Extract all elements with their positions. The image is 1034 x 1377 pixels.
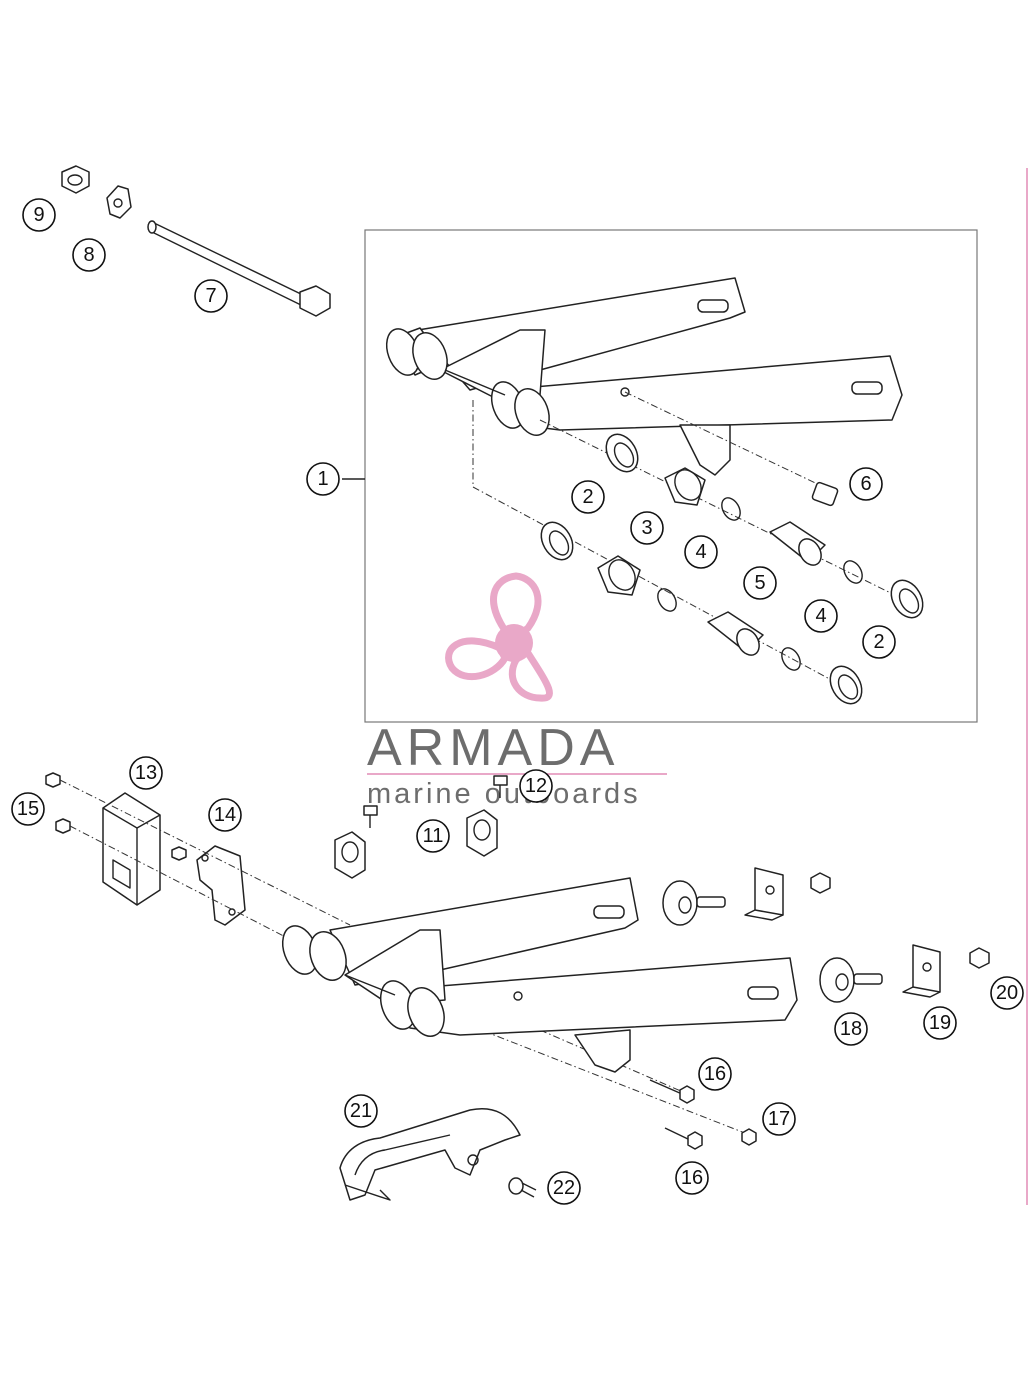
callout-4-upper: 4: [684, 535, 718, 569]
callout-11: 11: [416, 819, 450, 853]
svg-text:4: 4: [815, 605, 826, 627]
svg-text:12: 12: [525, 775, 547, 797]
callout-19: 19: [923, 1006, 957, 1040]
small-nut: [171, 846, 187, 861]
part-16-bolt-lower: [664, 1127, 703, 1150]
callout-14: 14: [208, 798, 242, 832]
part-14-bracket-plate: [196, 845, 246, 926]
part-18-adjuster-upper: [662, 880, 726, 926]
svg-text:22: 22: [553, 1177, 575, 1199]
callout-16-lower: 16: [675, 1161, 709, 1195]
callout-3: 3: [630, 511, 664, 545]
part-11-clamp-left: [334, 831, 366, 879]
part-19-plate-lower: [902, 944, 941, 998]
part-9-nut: [61, 165, 90, 194]
svg-text:8: 8: [83, 244, 94, 266]
svg-text:18: 18: [840, 1018, 862, 1040]
part-11-clamp-right: [466, 809, 498, 857]
assembly-line: [624, 391, 831, 491]
part-12-screw-left: [363, 805, 378, 828]
part-5-sleeve-upper: [769, 521, 826, 566]
callout-5: 5: [743, 566, 777, 600]
svg-text:6: 6: [860, 473, 871, 495]
part-17-nut: [741, 1128, 757, 1146]
part-4-ring-lower: [657, 588, 677, 612]
callout-21: 21: [344, 1094, 378, 1128]
kit-box: [364, 229, 978, 723]
part-7-axle-bolt: [147, 220, 331, 317]
callout-13: 13: [129, 756, 163, 790]
svg-text:1: 1: [317, 468, 328, 490]
part-15-nut-a: [45, 772, 61, 788]
swingarm-assembled: [281, 877, 798, 1073]
callout-7: 7: [194, 279, 228, 313]
part-2-seal-lower: [540, 521, 574, 561]
part-3-bushing-lower: [597, 555, 641, 596]
svg-text:5: 5: [754, 572, 765, 594]
svg-text:2: 2: [582, 486, 593, 508]
assembly-line: [539, 419, 916, 606]
assembly-line: [539, 1029, 691, 1096]
callout-22: 22: [547, 1171, 581, 1205]
part-20-nut-upper: [810, 872, 831, 894]
part-18-adjuster-lower: [819, 957, 883, 1003]
svg-text:13: 13: [135, 762, 157, 784]
callout-2-lower: 2: [862, 625, 896, 659]
callout-18: 18: [834, 1012, 868, 1046]
part-5-sleeve-lower: [707, 611, 764, 656]
svg-text:17: 17: [768, 1108, 790, 1130]
callout-4-lower: 4: [804, 599, 838, 633]
part-4-ring-upper: [721, 497, 741, 521]
callout-17: 17: [762, 1102, 796, 1136]
svg-text:9: 9: [33, 204, 44, 226]
callout-1: 1: [306, 462, 340, 496]
svg-text:20: 20: [996, 982, 1018, 1004]
part-4-ring-lower-right: [843, 560, 863, 584]
part-13-chain-guide: [102, 792, 161, 906]
part-21-chain-slider: [339, 1108, 521, 1201]
part-19-plate-upper: [744, 867, 784, 921]
part-4-ring-far: [781, 647, 801, 671]
part-12-screw-right: [493, 775, 508, 798]
callout-12: 12: [519, 769, 553, 803]
callout-2-upper: 2: [571, 480, 605, 514]
callout-15: 15: [11, 792, 45, 826]
svg-text:3: 3: [641, 517, 652, 539]
armada-logo: ARMADA marine outboards: [367, 572, 667, 810]
callout-8: 8: [72, 238, 106, 272]
part-16-bolt-upper: [649, 1079, 695, 1104]
svg-text:14: 14: [214, 804, 236, 826]
part-6-sleeve-small: [811, 481, 839, 507]
part-8-washer-plate: [106, 185, 132, 219]
svg-text:7: 7: [205, 285, 216, 307]
callout-20: 20: [990, 976, 1024, 1010]
svg-text:15: 15: [17, 798, 39, 820]
svg-text:2: 2: [873, 631, 884, 653]
svg-text:19: 19: [929, 1012, 951, 1034]
part-20-nut-lower: [969, 947, 990, 969]
assembly-line: [59, 779, 351, 926]
part-3-bushing-upper: [664, 467, 706, 506]
svg-text:4: 4: [695, 541, 706, 563]
part-2-seal-far: [829, 665, 863, 705]
brand-name: ARMADA: [367, 719, 619, 777]
callout-6: 6: [849, 467, 883, 501]
callout-16-upper: 16: [698, 1057, 732, 1091]
swingarm-top: [385, 277, 903, 476]
svg-text:11: 11: [423, 825, 444, 847]
callout-9: 9: [22, 198, 56, 232]
part-2-seal-upper: [605, 433, 639, 473]
propeller-icon: [445, 572, 553, 702]
svg-text:21: 21: [350, 1100, 372, 1122]
part-2-seal-right: [890, 579, 924, 619]
svg-text:16: 16: [681, 1167, 703, 1189]
part-22-screw: [508, 1177, 537, 1198]
assembly-line: [472, 486, 851, 691]
part-15-nut-b: [55, 818, 71, 834]
svg-text:16: 16: [704, 1063, 726, 1085]
assembly-line: [429, 1009, 751, 1136]
